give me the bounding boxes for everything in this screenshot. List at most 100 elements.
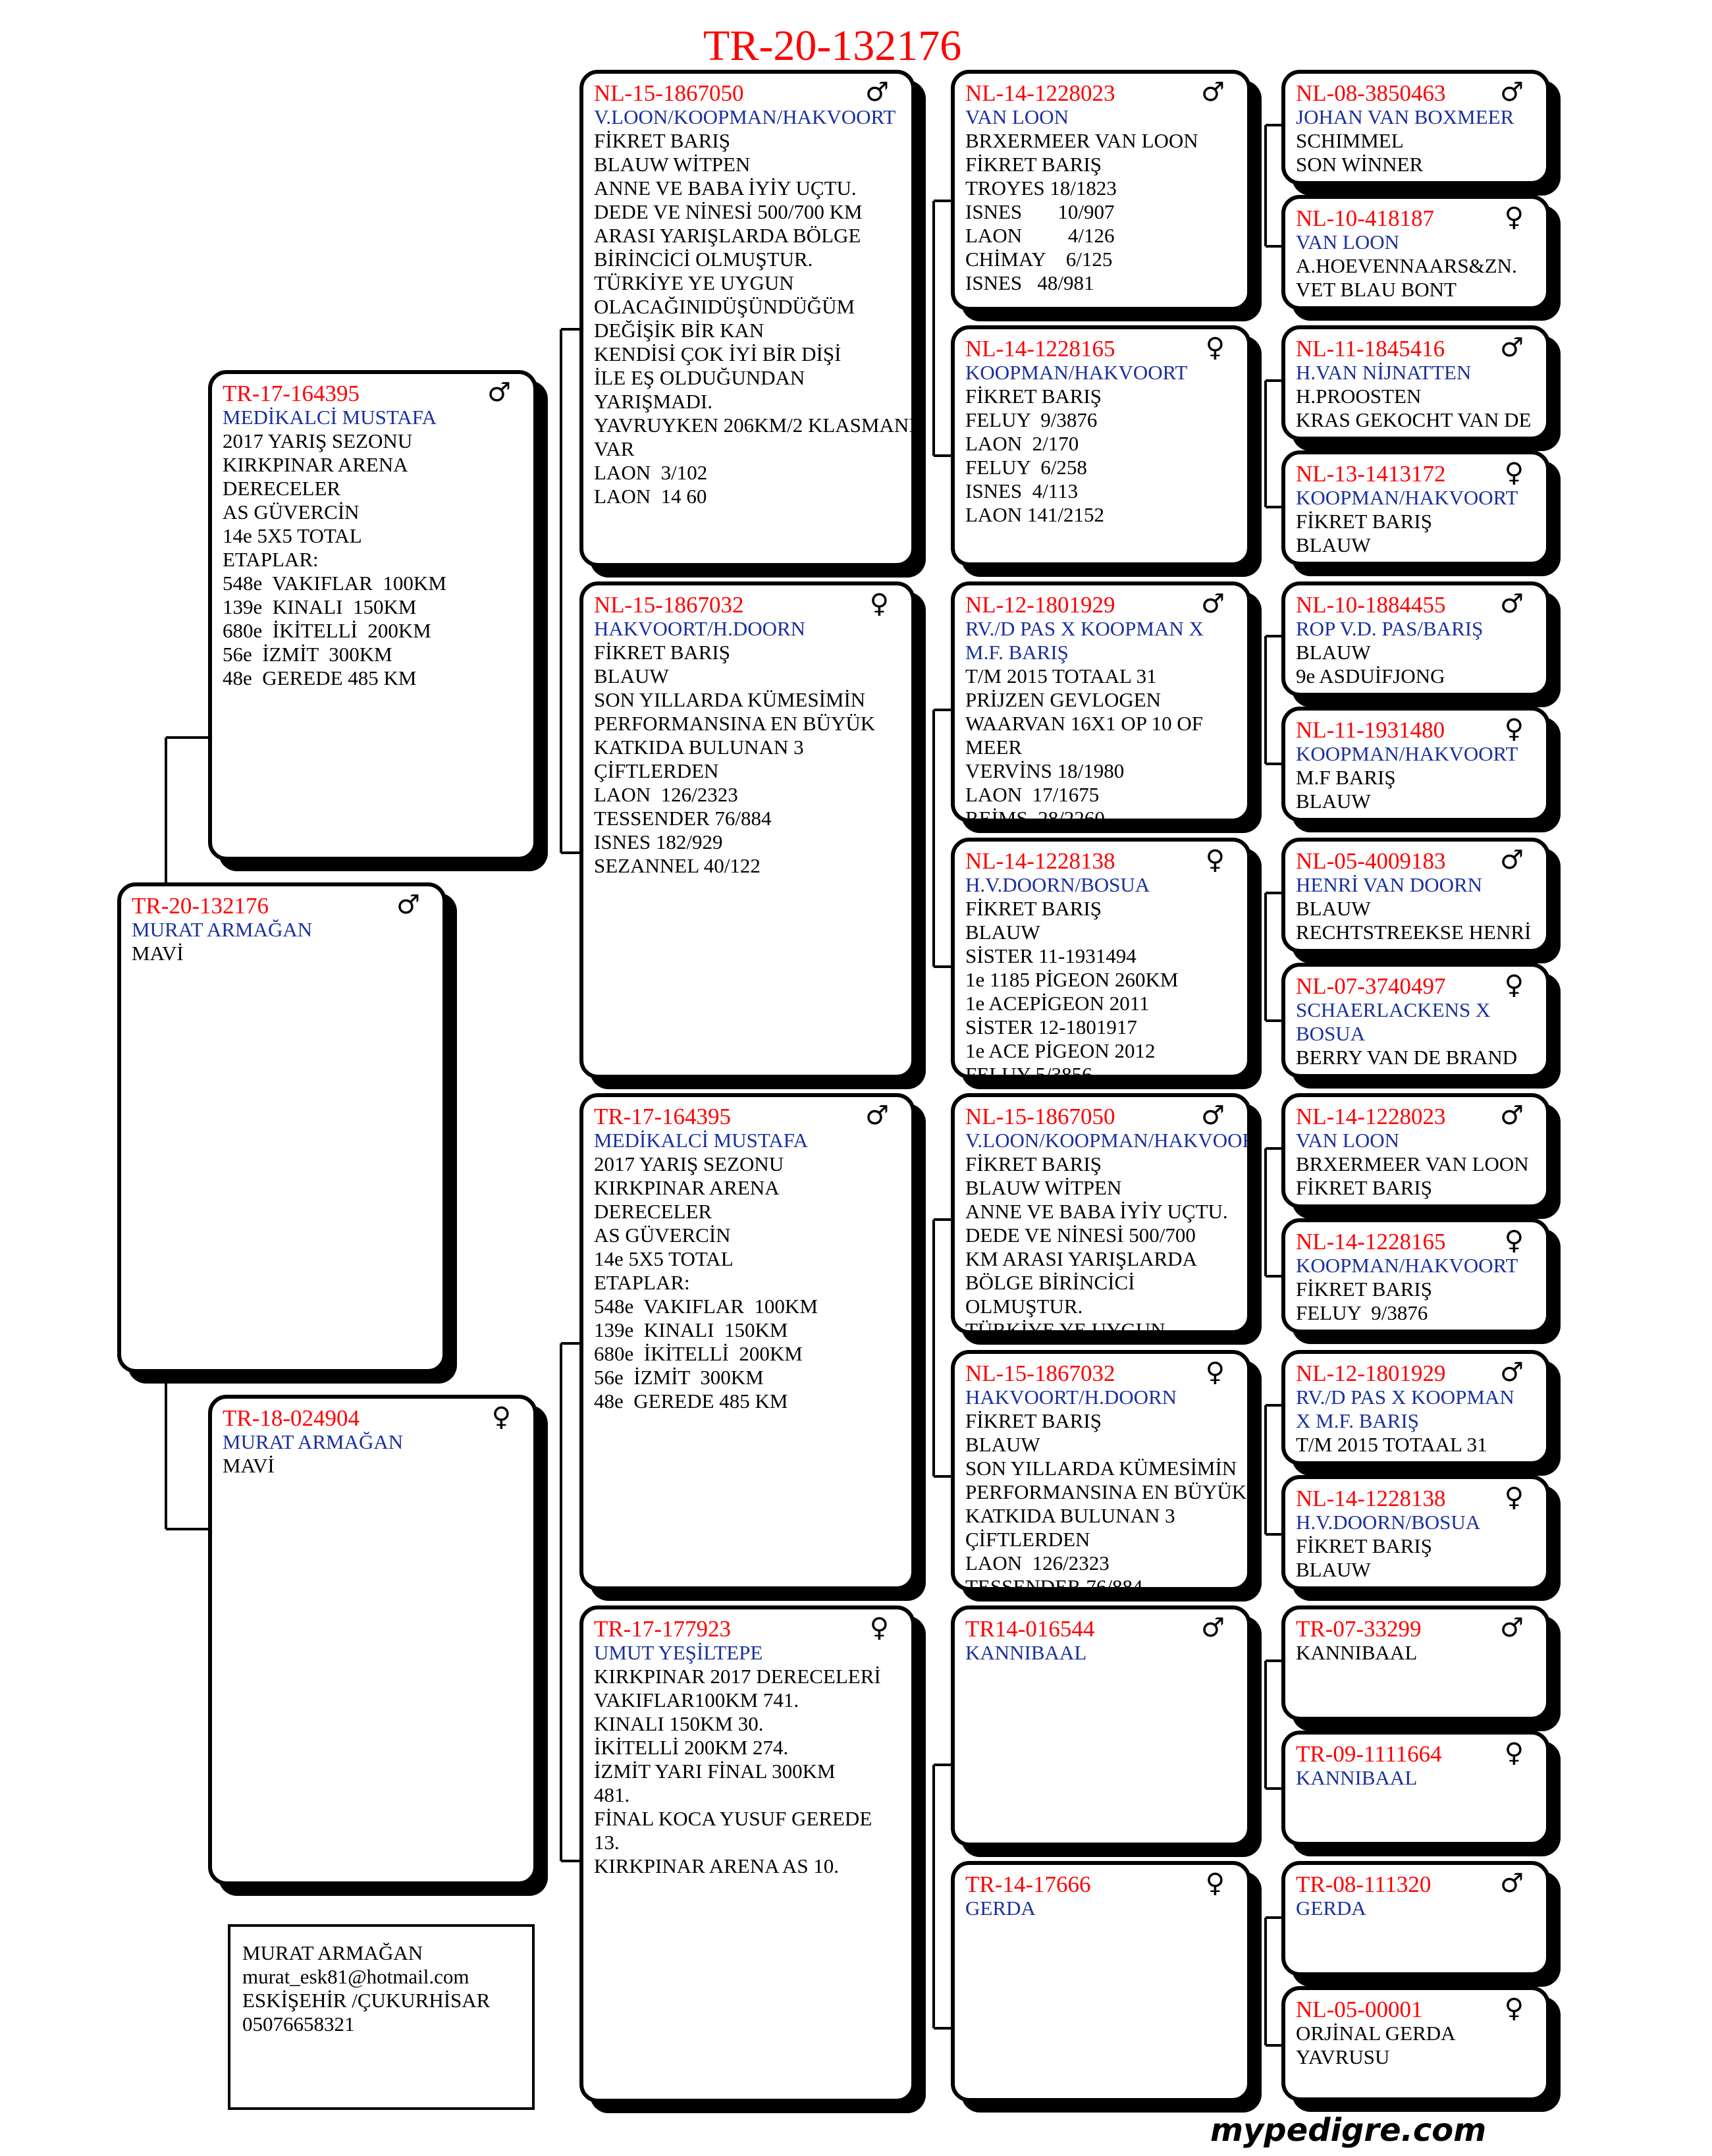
- note-line: BRXERMEER VAN LOON: [1296, 1152, 1529, 1175]
- note-line: KIRKPINAR ARENA: [594, 1176, 780, 1199]
- note-line: CHİMAY 6/125: [965, 248, 1113, 271]
- note-line: TROYES 18/1823: [965, 176, 1117, 200]
- note-line: FELUY 5/3856: [965, 1063, 1092, 1079]
- ring-number: TR-09-1111664: [1296, 1741, 1442, 1767]
- note-line: FİKRET BARIŞ: [1296, 1278, 1432, 1301]
- breeder-name: V.LOON/KOOPMAN/HAKVOORT: [965, 1129, 1251, 1152]
- breeder-name: MEDİKALCİ MUSTAFA: [594, 1129, 809, 1152]
- male-symbol-icon: ♂: [1201, 1100, 1225, 1131]
- breeder-name: KOOPMAN/HAKVOORT: [1296, 1254, 1518, 1277]
- note-line: BLAUW: [1296, 897, 1371, 920]
- bird-notes: MAVİ: [132, 942, 433, 965]
- note-line: ARASI YARIŞLARDA BÖLGE: [594, 224, 861, 247]
- note-line: VET BLAU BONT: [1296, 278, 1457, 301]
- breeder-name: VAN LOON: [965, 105, 1069, 128]
- ring-number: NL-11-1931480: [1296, 717, 1445, 743]
- breeder-name: RV./D PAS X KOOPMAN X M.F. BARIŞ: [965, 617, 1204, 664]
- note-line: SEZANNEL 40/122: [594, 854, 761, 877]
- ring-number: NL-14-1228165: [1296, 1229, 1446, 1254]
- female-symbol-icon: ♀: [1504, 714, 1524, 744]
- female-symbol-icon: ♀: [491, 1402, 511, 1432]
- note-line: 48e GEREDE 485 KM: [223, 666, 417, 689]
- breeder-name: MURAT ARMAĞAN: [132, 918, 313, 941]
- bird-notes: T/M 2015 TOTAAL 31: [1296, 1433, 1537, 1457]
- contact-email[interactable]: murat_esk81@hotmail.com: [242, 1965, 469, 1988]
- note-line: ORJİNAL GERDA: [1296, 2022, 1456, 2045]
- note-line: BLAUW: [1296, 641, 1371, 664]
- ring-number: NL-14-1228023: [1296, 1104, 1446, 1129]
- note-line: SCHIMMEL: [1296, 129, 1404, 152]
- note-line: 13.: [594, 1831, 620, 1854]
- note-line: MAVİ: [132, 942, 184, 965]
- note-line: FİKRET BARIŞ: [965, 897, 1102, 920]
- note-line: ETAPLAR:: [594, 1271, 690, 1294]
- note-line: BLAUW: [1296, 533, 1371, 556]
- breeder-name: UMUT YEŞİLTEPE: [594, 1641, 763, 1664]
- note-line: LAON 2/170: [965, 432, 1079, 455]
- ring-number: TR-14-17666: [965, 1872, 1091, 1897]
- note-line: AS GÜVERCİN: [223, 500, 360, 524]
- note-line: FİKRET BARIŞ: [594, 129, 730, 152]
- breeder-name: KOOPMAN/HAKVOORT: [1296, 486, 1518, 509]
- note-line: YARIŞMADI.: [594, 390, 712, 413]
- note-line: KIRKPINAR ARENA: [223, 453, 408, 476]
- note-line: FİKRET BARIŞ: [1296, 510, 1432, 533]
- note-line: DEDE VE NİNESİ 500/700: [965, 1224, 1196, 1247]
- note-line: LAON 141/2152: [965, 503, 1104, 526]
- note-line: LAON 14 60: [594, 485, 707, 508]
- note-line: 14e 5X5 TOTAL: [223, 524, 362, 547]
- note-line: ANNE VE BABA İYİY UÇTU.: [965, 1200, 1228, 1223]
- ring-number: NL-14-1228165: [965, 336, 1115, 362]
- breeder-name: GERDA: [1296, 1897, 1366, 1920]
- note-line: 139e KINALI 150KM: [223, 595, 417, 618]
- note-line: 56e İZMİT 300KM: [223, 643, 392, 666]
- note-line: YAVRUSU: [1296, 2045, 1390, 2068]
- male-symbol-icon: ♂: [1500, 845, 1524, 875]
- note-line: DEĞİŞİK BİR KAN: [594, 319, 764, 342]
- breeder-name: KOOPMAN/HAKVOORT: [1296, 742, 1518, 765]
- note-line: BERRY VAN DE BRAND: [1296, 1046, 1518, 1069]
- male-symbol-icon: ♂: [396, 890, 420, 920]
- note-line: BLAUW: [965, 1433, 1040, 1456]
- male-symbol-icon: ♂: [865, 1100, 889, 1131]
- breeder-name: SCHAERLACKENS X BOSUA: [1296, 998, 1491, 1045]
